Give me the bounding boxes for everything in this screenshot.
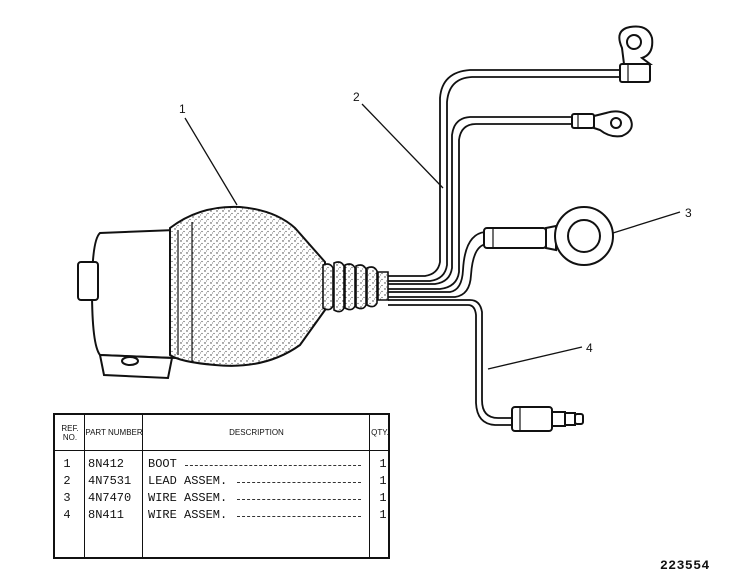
qty-cell: 1 [379,491,387,505]
table-row: 1 8N412 BOOT 1 [55,457,388,474]
part-number-cell: 8N411 [88,508,125,522]
leader-lines [184,103,681,370]
qty-cell: 1 [379,457,387,471]
description-cell: LEAD ASSEM. [148,474,228,488]
callout-4: 4 [586,341,593,355]
table-row: 2 4N7531 LEAD ASSEM. 1 [55,474,388,491]
parts-table: REF. NO. PART NUMBER DESCRIPTION QTY. 1 … [53,413,390,559]
description-cell: BOOT [148,457,177,471]
callout-3: 3 [685,206,692,220]
bellows [322,261,389,313]
description-cell: WIRE ASSEM. [148,508,228,522]
part-number-cell: 8N412 [88,457,125,471]
bullet-plug-terminal [511,406,584,432]
large-ring-terminal [483,206,614,266]
document-number: 223554 [660,558,710,573]
boot [169,205,326,367]
ref-no-header: REF. NO. [55,415,85,451]
table-row: 3 4N7470 WIRE ASSEM. 1 [55,491,388,508]
description-header: DESCRIPTION [143,415,370,451]
callout-1: 1 [179,102,186,116]
middle-ring-terminal [571,110,633,138]
column-divider [142,415,143,557]
part-number-header: PART NUMBER [85,415,143,451]
upper-ring-terminal [618,25,654,83]
part-number-cell: 4N7531 [88,474,132,488]
leader-dashes [237,491,361,500]
part-number-cell: 4N7470 [88,491,132,505]
column-divider [369,415,370,557]
wires [388,69,620,426]
ref-cell: 3 [63,491,71,505]
column-divider [84,415,85,557]
qty-cell: 1 [379,474,387,488]
qty-header: QTY. [370,415,390,451]
description-cell: WIRE ASSEM. [148,491,228,505]
ref-cell: 2 [63,474,71,488]
ref-cell: 4 [63,508,71,522]
qty-cell: 1 [379,508,387,522]
table-row: 4 8N411 WIRE ASSEM. 1 [55,508,388,525]
leader-dashes [237,474,361,483]
ref-cell: 1 [63,457,71,471]
solenoid-housing [77,228,176,380]
callout-2: 2 [353,90,360,104]
leader-dashes [185,457,361,466]
leader-dashes [237,508,361,517]
